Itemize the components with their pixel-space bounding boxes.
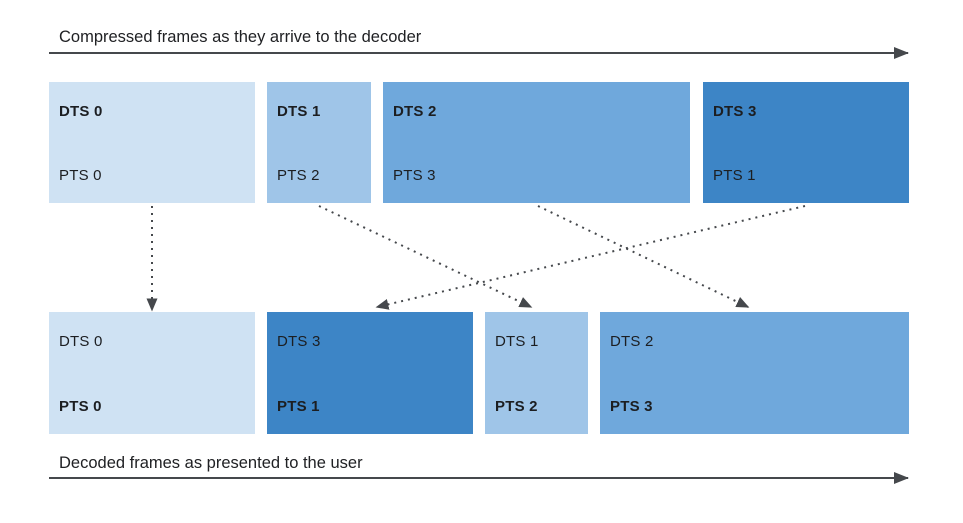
frame-box-compressed-dts-1: DTS 1 PTS 2 (267, 82, 371, 203)
decoded-frames-axis-label: Decoded frames as presented to the user (59, 454, 363, 472)
frame-box-compressed-dts-0: DTS 0 PTS 0 (49, 82, 255, 203)
connector-arrow-dts-3 (375, 205, 806, 310)
pts-label: PTS 2 (495, 398, 538, 415)
compressed-frames-axis-label: Compressed frames as they arrive to the … (59, 28, 422, 46)
frame-box-decoded-dts-0: DTS 0 PTS 0 (49, 312, 255, 434)
dts-label: DTS 0 (59, 103, 103, 120)
pts-label: PTS 1 (277, 398, 320, 415)
dts-label: DTS 3 (713, 103, 757, 120)
dts-label: DTS 0 (59, 333, 103, 350)
dts-label: DTS 1 (495, 333, 539, 350)
connector-arrow-dts-2 (537, 205, 750, 308)
frame-box-decoded-dts-1: DTS 1 PTS 2 (485, 312, 588, 434)
pts-label: PTS 1 (713, 167, 756, 184)
dts-label: DTS 3 (277, 333, 321, 350)
pts-label: PTS 3 (393, 167, 436, 184)
frame-box-compressed-dts-2: DTS 2 PTS 3 (383, 82, 690, 203)
pts-label: PTS 3 (610, 398, 653, 415)
frame-box-compressed-dts-3: DTS 3 PTS 1 (703, 82, 909, 203)
dts-label: DTS 2 (393, 103, 437, 120)
pts-label: PTS 0 (59, 398, 102, 415)
connector-arrow-dts-1 (318, 205, 533, 308)
pts-label: PTS 0 (59, 167, 102, 184)
pts-label: PTS 2 (277, 167, 320, 184)
dts-label: DTS 1 (277, 103, 321, 120)
frame-box-decoded-dts-3: DTS 3 PTS 1 (267, 312, 473, 434)
frame-box-decoded-dts-2: DTS 2 PTS 3 (600, 312, 909, 434)
dts-label: DTS 2 (610, 333, 654, 350)
